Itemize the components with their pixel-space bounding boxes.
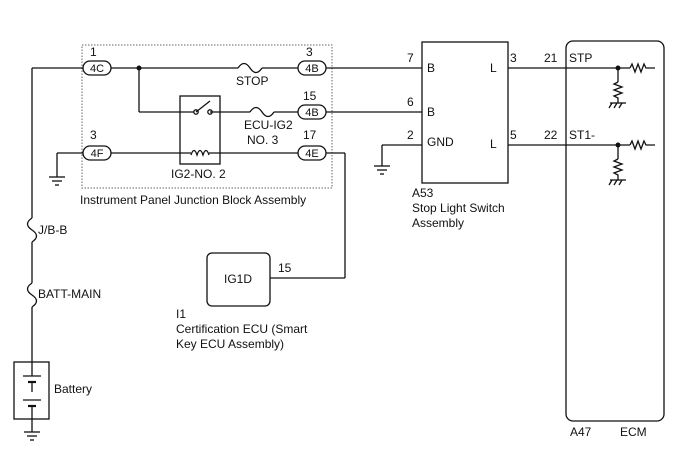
switch-name-1: Stop Light Switch	[412, 201, 505, 215]
pin-4b-b-number: 15	[303, 89, 317, 103]
switch-pin-2: 2	[407, 128, 414, 142]
connector-4e-label: 4E	[305, 148, 318, 160]
connector-4b-a-label: 4B	[305, 63, 318, 75]
ecm-id: A47	[570, 425, 592, 439]
switch-term-l1: L	[490, 61, 497, 75]
switch-id: A53	[412, 186, 434, 200]
relay-switch-arm	[195, 100, 211, 113]
certification-ecu-name-1: Certification ECU (Smart	[176, 322, 308, 336]
switch-term-l2: L	[490, 137, 497, 151]
switch-term-b1: B	[427, 61, 435, 75]
ig1d-terminal: IG1D	[224, 272, 252, 286]
pin-4f-number: 3	[90, 128, 97, 142]
pin-4e-number: 17	[303, 128, 317, 142]
batt-main-fuse-label: BATT-MAIN	[38, 287, 101, 301]
relay-coil	[190, 149, 210, 158]
jbb-fuse-label: J/B-B	[38, 223, 67, 237]
junction-ground-icon	[49, 176, 65, 186]
switch-name-2: Assembly	[412, 216, 464, 230]
battery-label: Battery	[54, 382, 92, 396]
ecm-box	[565, 40, 665, 422]
ecu-ig2-fuse-label-1: ECU-IG2	[244, 118, 293, 132]
stop-fuse-label: STOP	[236, 74, 268, 88]
switch-pin-7: 7	[407, 51, 414, 65]
junction-block-boundary	[81, 44, 333, 189]
ecm-term-st1: ST1-	[569, 128, 595, 142]
switch-pin-6: 6	[407, 95, 414, 109]
ecu-ig2-fuse-symbol	[249, 106, 275, 118]
switch-term-gnd: GND	[427, 135, 454, 149]
relay-label: IG2-NO. 2	[171, 167, 226, 181]
ecm-stp-circuit	[566, 62, 655, 109]
battery-ground-icon	[24, 431, 40, 441]
certification-ecu-name-2: Key ECU Assembly)	[176, 337, 284, 351]
connector-4b-b-label: 4B	[305, 107, 318, 119]
ecu-ig2-fuse-label-2: NO. 3	[247, 133, 279, 147]
ecm-term-stp: STP	[569, 51, 592, 65]
connector-4c-label: 4C	[90, 63, 104, 75]
certification-ecu-id: I1	[176, 307, 186, 321]
ecm-pin-21: 21	[544, 51, 558, 65]
jbb-fuse-symbol	[26, 217, 38, 243]
ig1d-pin-number: 15	[278, 261, 292, 275]
batt-main-fuse-symbol	[26, 282, 38, 308]
junction-block-label: Instrument Panel Junction Block Assembly	[80, 193, 306, 207]
ecm-pin-22: 22	[544, 128, 558, 142]
relay-ig2-no2	[179, 95, 221, 165]
connector-4f-label: 4F	[91, 148, 104, 160]
certification-ecu-box	[206, 252, 271, 307]
switch-term-b2: B	[427, 105, 435, 119]
switch-pin-5: 5	[510, 128, 517, 142]
ecm-st1-circuit	[566, 139, 655, 186]
pin-4b-a-number: 3	[306, 45, 313, 59]
ecm-name: ECM	[620, 425, 647, 439]
switch-ground-icon	[374, 165, 390, 175]
stop-fuse-symbol	[237, 62, 263, 74]
switch-pin-3: 3	[510, 51, 517, 65]
pin-4c-number: 1	[90, 45, 97, 59]
